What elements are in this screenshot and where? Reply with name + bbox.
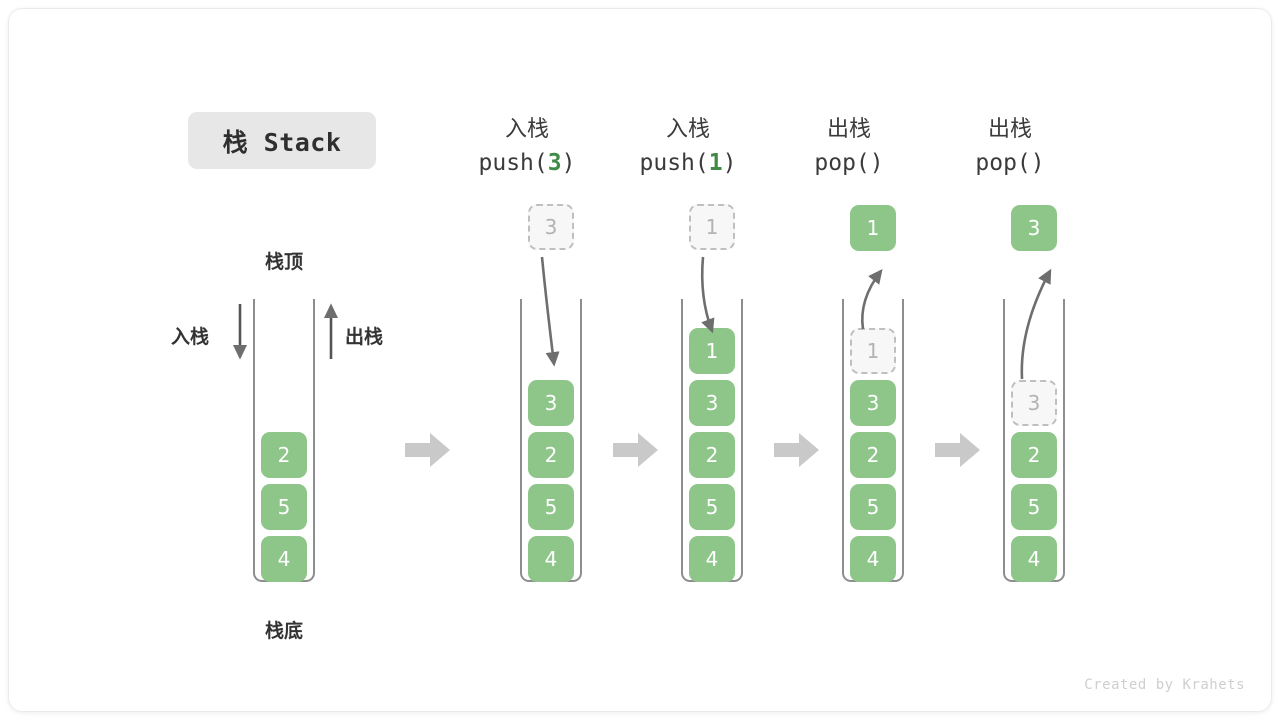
stack-cell: 2 [1011,432,1057,478]
code-arg-1: 1 [708,150,723,177]
stack-top-label: 栈顶 [264,251,303,273]
stack-cell: 2 [850,432,896,478]
push-direction-label: 入栈 [171,326,210,348]
outgoing-box: 1 [850,205,896,251]
stack-cell: 5 [850,484,896,530]
column-header-pop-2: 出栈 pop() [920,114,1100,180]
stack-cell: 5 [528,484,574,530]
stack-cell: 2 [528,432,574,478]
code-suffix-2: ) [869,150,884,177]
column-header-code-2: pop() [759,147,939,180]
column-header-code-1: push(1) [598,147,778,180]
stack-cell: 2 [261,432,307,478]
stack-bottom-label: 栈底 [264,620,303,642]
code-suffix-1: ) [722,150,737,177]
column-header-code-0: push(3) [437,147,617,180]
diagram-canvas: 栈 Stack 入栈 push(3) 入栈 push(1) 出栈 pop() 出… [8,8,1272,712]
stack-cell: 3 [528,380,574,426]
column-header-pop-1: 出栈 pop() [759,114,939,180]
stack-cell: 4 [528,536,574,582]
code-suffix-3: ) [1030,150,1045,177]
stack-cell: 4 [689,536,735,582]
column-header-push-3: 入栈 push(3) [437,114,617,180]
stack-cell: 3 [689,380,735,426]
column-header-cn-3: 出栈 [987,117,1032,142]
stack-cell: 5 [261,484,307,530]
column-header-push-1: 入栈 push(1) [598,114,778,180]
flow-arrow-1 [405,433,450,467]
code-prefix-1: push( [639,150,709,177]
code-suffix-0: ) [561,150,576,177]
code-arg-0: 3 [547,150,562,177]
flow-arrow-3 [774,433,819,467]
credit-text: Created by Krahets [1084,677,1245,693]
stack-cell: 5 [689,484,735,530]
vacated-ghost-box: 1 [850,328,896,374]
stack-cell: 4 [850,536,896,582]
stack-cell: 1 [689,328,735,374]
stack-cell: 3 [850,380,896,426]
code-prefix-2: pop( [814,150,870,177]
stack-cell: 4 [261,536,307,582]
stack-cell: 4 [1011,536,1057,582]
pop-direction-label: 出栈 [345,326,384,348]
stack-cell: 2 [689,432,735,478]
incoming-ghost-box: 1 [689,204,735,250]
code-prefix-3: pop( [975,150,1031,177]
flow-arrow-2 [613,433,658,467]
column-header-code-3: pop() [920,147,1100,180]
column-header-cn-0: 入栈 [504,117,549,142]
outgoing-box: 3 [1011,205,1057,251]
column-header-cn-1: 入栈 [665,117,710,142]
incoming-ghost-box: 3 [528,204,574,250]
column-header-cn-2: 出栈 [826,117,871,142]
vacated-ghost-box: 3 [1011,380,1057,426]
code-prefix-0: push( [478,150,548,177]
diagram-title-badge: 栈 Stack [188,112,376,169]
flow-arrow-4 [935,433,980,467]
stack-cell: 5 [1011,484,1057,530]
